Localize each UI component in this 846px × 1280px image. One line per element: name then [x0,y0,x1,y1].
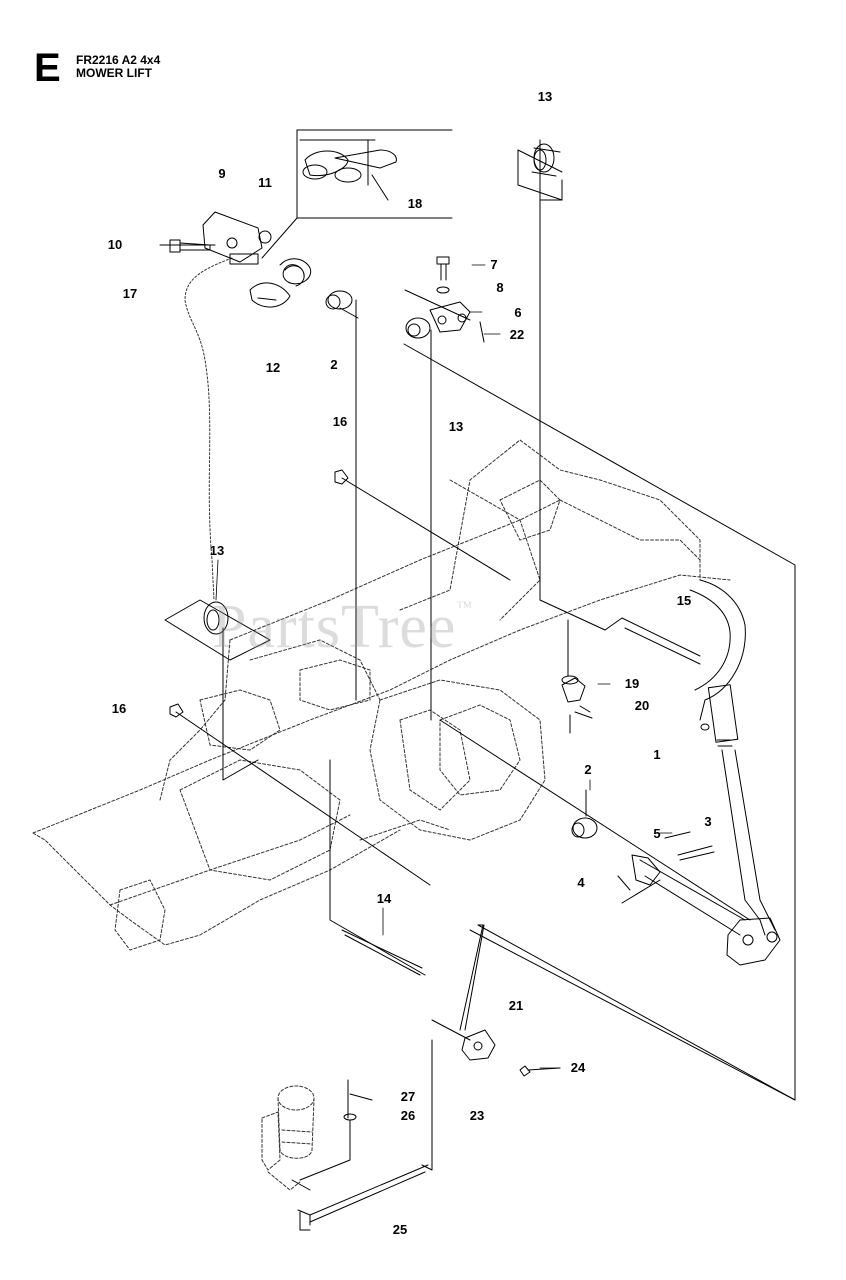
part-27-pin [347,1079,373,1119]
part-9-bracket [202,211,272,265]
assembly-title: MOWER LIFT [76,66,152,80]
part-15-rod [604,617,701,665]
part-25-rod [291,1039,433,1231]
part-16-nut-lower [169,703,431,886]
callout-18: 18 [408,196,422,211]
callout-22: 22 [510,327,524,342]
callout-2: 2 [584,762,591,777]
part-13-pulley-top [517,143,563,177]
callout-19: 19 [625,676,639,691]
detail-inset-box [261,129,453,259]
callout-5: 5 [653,826,660,841]
chassis-frame [32,439,731,951]
assembly-plane [403,139,796,1101]
part-12-spring [249,258,312,308]
callout-25: 25 [393,1222,407,1237]
callout-20: 20 [635,698,649,713]
part-7-screw [436,256,450,294]
callout-23: 23 [470,1108,484,1123]
part-3-pin [664,831,715,861]
callout-10: 10 [108,237,122,252]
watermark: PartsTree™ [212,596,473,658]
part-13-pulley-left [164,599,271,781]
callout-13: 13 [210,543,224,558]
callout-13: 13 [449,419,463,434]
callout-17: 17 [123,286,137,301]
part-6-arm [404,289,485,721]
callout-26: 26 [401,1108,415,1123]
callout-16: 16 [333,414,347,429]
callout-3: 3 [704,814,711,829]
watermark-trademark: ™ [456,599,474,616]
callout-leaders [215,264,673,1069]
callout-14: 14 [377,891,392,906]
callout-21: 21 [509,998,523,1013]
section-letter: E [34,46,61,90]
model-number: FR2216 A2 4x4 [76,53,161,67]
watermark-text: PartsTree [212,593,457,661]
callout-27: 27 [401,1089,415,1104]
callout-8: 8 [496,280,503,295]
callout-16: 16 [112,701,126,716]
part-2-bushing-upper [325,290,359,319]
callout-9: 9 [218,166,225,181]
callout-4: 4 [577,875,585,890]
part-26-washer [299,1113,357,1181]
part-16-nut-upper [334,299,511,701]
part-4-shaft [439,719,751,936]
part-21-rod [459,924,796,1101]
callout-7: 7 [490,257,497,272]
callout-2: 2 [330,357,337,372]
callout-12: 12 [266,360,280,375]
part-19-bushing [561,619,593,734]
callout-11: 11 [258,175,272,190]
callout-1: 1 [653,747,660,762]
part-2-bushing-lower [571,789,598,839]
callout-15: 15 [677,593,691,608]
callout-6: 6 [514,305,521,320]
lift-cable [184,257,233,601]
callout-13: 13 [538,89,552,104]
part-10-bolt [159,239,216,253]
callout-24: 24 [571,1060,586,1075]
part-14-rod [329,759,426,976]
mower-arm-bracket [261,1085,315,1191]
